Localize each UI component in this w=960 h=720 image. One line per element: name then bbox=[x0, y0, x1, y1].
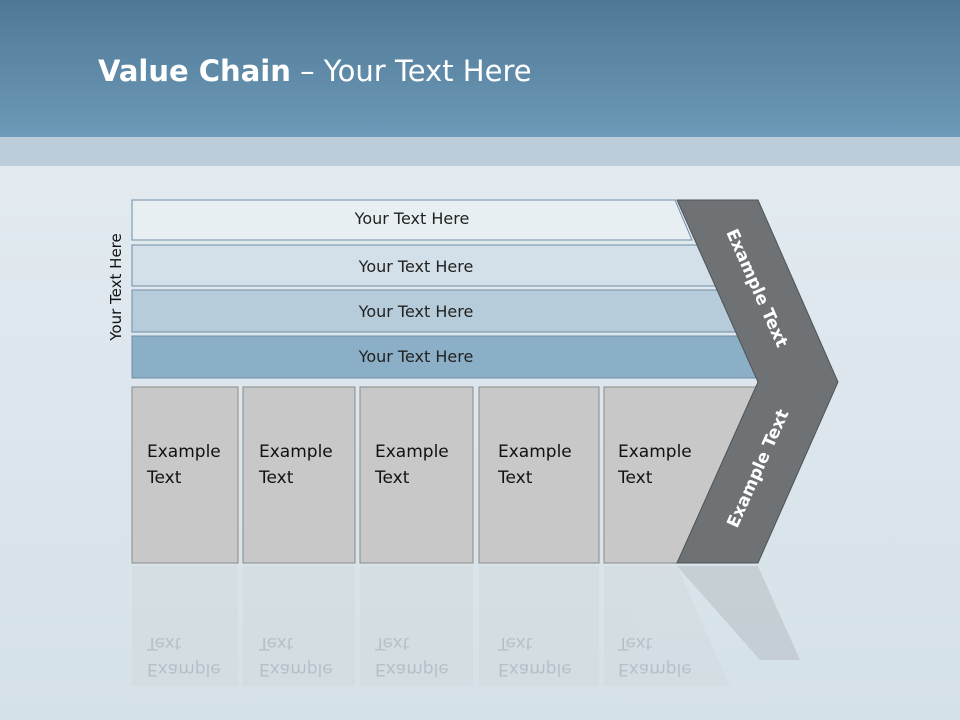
box-reflections bbox=[132, 566, 730, 686]
row-4-label: Your Text Here bbox=[358, 347, 474, 366]
box-2-reflection: Example Text bbox=[259, 633, 333, 679]
side-label: Your Text Here bbox=[107, 233, 125, 341]
slide-title: Value Chain – Your Text Here bbox=[98, 54, 532, 88]
box-1-reflection: Example Text bbox=[147, 633, 221, 679]
box-1-label: Example Text bbox=[147, 442, 221, 488]
box-1-shape bbox=[131, 386, 239, 564]
box-4-reflection: Example Text bbox=[498, 633, 572, 679]
box-4-label: Example Text bbox=[498, 442, 572, 488]
box-2-label: Example Text bbox=[259, 442, 333, 488]
row-1-shape bbox=[131, 199, 693, 241]
title-rest: – Your Text Here bbox=[290, 54, 532, 88]
title-strip bbox=[0, 137, 960, 166]
box-3-label: Example Text bbox=[375, 442, 449, 488]
box-3-reflection: Example Text bbox=[375, 633, 449, 679]
row-3-label: Your Text Here bbox=[358, 302, 474, 321]
box-3-shape bbox=[359, 386, 474, 564]
title-bold: Value Chain bbox=[98, 54, 291, 88]
title-bar bbox=[0, 0, 960, 137]
row-2-label: Your Text Here bbox=[358, 257, 474, 276]
box-4-shape bbox=[478, 386, 600, 564]
box-5-reflection: Example Text bbox=[618, 633, 692, 679]
box-2-shape bbox=[242, 386, 356, 564]
chevron-shape bbox=[676, 199, 839, 564]
box-5-label: Example Text bbox=[618, 442, 692, 488]
row-1-label: Your Text Here bbox=[354, 209, 470, 228]
chevron-reflection bbox=[677, 566, 800, 660]
